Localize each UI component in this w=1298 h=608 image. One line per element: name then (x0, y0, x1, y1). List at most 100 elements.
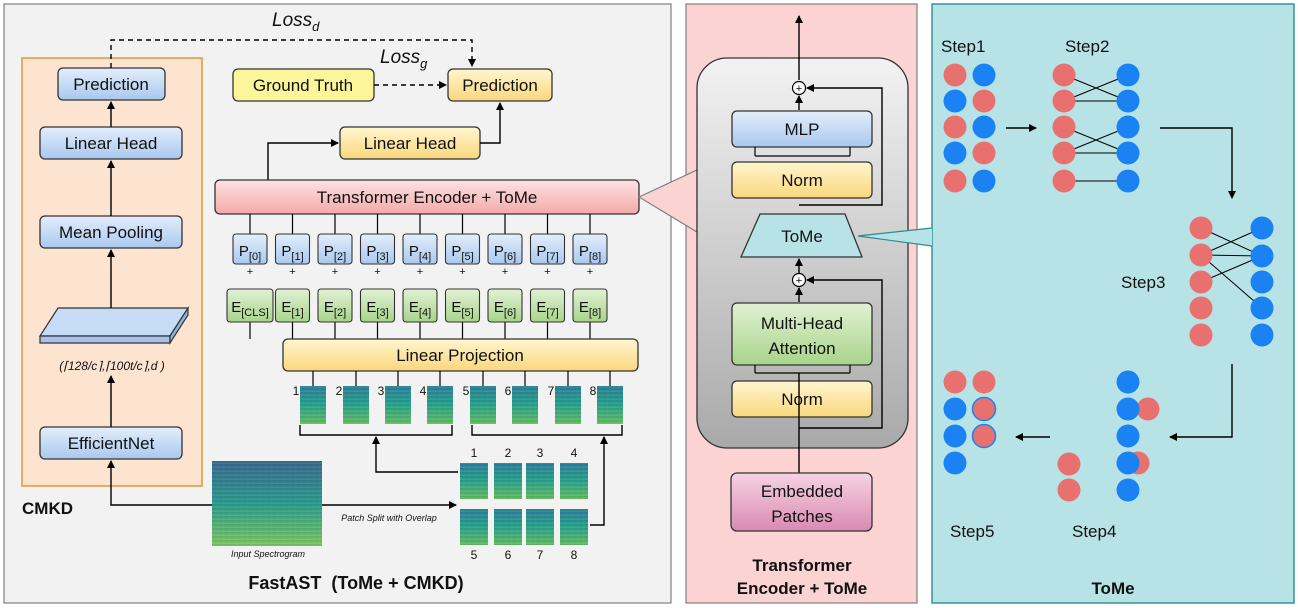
red-token-dot (1052, 63, 1076, 87)
red-token-dot (972, 141, 996, 165)
spectrogram-patch-texture (343, 386, 369, 424)
red-token-dot (1189, 243, 1213, 267)
patch-number: 2 (336, 384, 343, 398)
spectrogram-patch-texture (300, 386, 326, 424)
patch-embedding-label: E[5] (451, 299, 473, 319)
position-embedding-label: P[4] (409, 243, 431, 263)
blue-token-dot (943, 424, 967, 448)
red-token-dot (943, 169, 967, 193)
blue-token-dot (943, 141, 967, 165)
patch-embedding-box (226, 288, 274, 323)
embedded-patches-label-2: Patches (771, 507, 832, 526)
blue-token-dot (1116, 451, 1140, 475)
encoder-panel-caption-2: Encoder + ToMe (737, 579, 868, 598)
red-token-dot (1189, 270, 1213, 294)
prediction-label: Prediction (462, 76, 538, 95)
plus-symbol-bottom: + (796, 275, 802, 287)
loss-d-path (110, 39, 476, 68)
position-embedding-label: P[6] (494, 243, 516, 263)
spectrogram-patch-texture (597, 386, 623, 424)
linear-head-label: Linear Head (364, 134, 457, 153)
blue-token-dot (1250, 270, 1274, 294)
patch-embedding-label: E[4] (409, 299, 431, 319)
cmkd-region: CMKD Prediction Linear Head Mean Pooling… (21, 57, 212, 518)
residual-add-top (791, 80, 807, 96)
step4-label: Step4 (1072, 522, 1116, 541)
red-token-dot (1189, 216, 1213, 240)
blue-token-dot (1116, 63, 1140, 87)
multi-head-attention-box (731, 302, 873, 366)
red-token-dot (971, 423, 997, 449)
patch-embedding-box (529, 288, 566, 323)
linear-projection-box (282, 338, 639, 372)
red-token-dot (943, 370, 967, 394)
position-embedding-label: P[2] (324, 243, 346, 263)
patch-embedding-label: E[7] (536, 299, 558, 319)
patch-number: 4 (420, 384, 427, 398)
residual-add-bottom (791, 272, 807, 288)
split-patch-texture (560, 509, 588, 545)
fastast-caption: FastAST (ToMe + CMKD) (248, 573, 463, 593)
split-patch-number: 2 (505, 446, 512, 460)
patch-embedding-box (317, 288, 353, 323)
patch-number: 1 (293, 384, 300, 398)
split-patch-texture (460, 509, 488, 545)
token-dots (943, 63, 1274, 502)
blue-token-dot (1250, 296, 1274, 320)
multi-head-attention-label-1: Multi-Head (761, 314, 843, 333)
position-embedding-box (274, 233, 311, 265)
blue-token-dot (1116, 115, 1140, 139)
blue-token-dot (1116, 478, 1140, 502)
blue-token-dot (1116, 89, 1140, 113)
patch-embedding-label: E[8] (579, 299, 601, 319)
position-embedding-box (444, 233, 481, 265)
spectrogram-patch-texture (470, 386, 496, 424)
patch-number: 5 (463, 384, 470, 398)
blue-token-dot (1116, 169, 1140, 193)
step2-label: Step2 (1065, 37, 1109, 56)
cmkd-prediction-label: Prediction (73, 75, 149, 94)
red-token-dot (1052, 169, 1076, 193)
encoder-panel-caption-1: Transformer (752, 556, 852, 575)
split-patch-number: 3 (537, 446, 544, 460)
position-embedding-box (317, 233, 353, 265)
norm-top-label: Norm (781, 171, 823, 190)
patch-embedding-box (487, 288, 523, 323)
position-embedding-box (359, 233, 396, 265)
ground-truth-label: Ground Truth (253, 76, 353, 95)
tome-panel-caption: ToMe (1091, 579, 1134, 598)
encoder-panel: + MLP Norm ToMe + Multi-Head Attention N… (637, 3, 918, 604)
split-patch-texture (460, 463, 488, 499)
position-embedding-box (572, 233, 608, 265)
plus-symbol: + (374, 266, 380, 278)
red-token-dot (1189, 296, 1213, 320)
plus-symbol: + (502, 266, 508, 278)
loss-g-label: Lossg (380, 47, 428, 71)
position-embedding-label: P[0] (239, 243, 261, 263)
patch-embedding-box (444, 288, 481, 323)
blue-token-dot (1116, 141, 1140, 165)
position-embedding-label: P[5] (451, 243, 473, 263)
split-patch-number: 8 (571, 548, 578, 562)
patch-embedding-label: E[3] (366, 299, 388, 319)
red-token-dot (1052, 89, 1076, 113)
blue-token-dot (1250, 244, 1274, 268)
red-token-dot (943, 63, 967, 87)
split-patch-texture (494, 463, 522, 499)
step3-label: Step3 (1121, 273, 1165, 292)
red-token-dot (1052, 141, 1076, 165)
red-token-dot (1136, 397, 1160, 421)
red-token-dot (1052, 115, 1076, 139)
plus-symbol: + (247, 266, 253, 278)
efficientnet-label: EfficientNet (68, 434, 155, 453)
tome-block-label: ToMe (781, 227, 823, 246)
blue-token-dot (1116, 370, 1140, 394)
patch-embedding-box (274, 288, 311, 323)
blue-token-dot (1250, 216, 1274, 240)
input-spectrogram (212, 461, 322, 546)
split-patch-texture (494, 509, 522, 545)
blue-token-dot (943, 89, 967, 113)
transformer-encoder-label: Transformer Encoder + ToMe (317, 188, 538, 207)
